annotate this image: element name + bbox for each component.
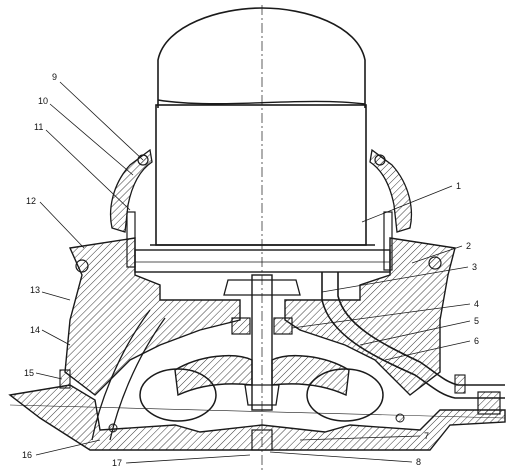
right-base-bolt xyxy=(454,374,466,394)
callout-4: 4 xyxy=(474,299,479,309)
left-base-bolt xyxy=(59,369,71,389)
motor-band xyxy=(157,99,366,105)
upper-casing-left xyxy=(64,237,241,396)
left-flange-seal xyxy=(75,259,89,273)
leader-7 xyxy=(299,435,421,441)
callout-6: 6 xyxy=(474,336,479,346)
leader-13 xyxy=(41,291,71,301)
right-volute xyxy=(306,368,384,422)
base-seal-right xyxy=(395,413,405,423)
coupling xyxy=(223,279,301,296)
right-clamp-bolt xyxy=(374,154,386,166)
callout-2: 2 xyxy=(466,241,471,251)
leader-9 xyxy=(59,81,144,161)
discharge-pipe xyxy=(321,272,505,399)
base-seal-left xyxy=(108,423,118,433)
callout-16: 16 xyxy=(22,450,32,460)
leader-16 xyxy=(35,439,101,456)
callout-15: 15 xyxy=(24,368,34,378)
leader-12 xyxy=(39,201,85,249)
motor-dome xyxy=(157,7,366,108)
callout-17: 17 xyxy=(112,458,122,468)
leader-6 xyxy=(384,340,471,361)
leader-2 xyxy=(411,245,463,264)
upper-casing-right xyxy=(284,237,456,396)
leader-10 xyxy=(49,103,134,176)
callout-14: 14 xyxy=(30,325,40,335)
left-volute xyxy=(139,368,217,422)
impeller xyxy=(174,355,253,397)
callout-11: 11 xyxy=(34,122,43,132)
callout-10: 10 xyxy=(38,96,48,106)
leader-3 xyxy=(321,266,469,293)
leader-8 xyxy=(269,451,413,463)
right-clamp-bracket xyxy=(369,148,413,233)
base-plate xyxy=(8,384,506,451)
bearing-right xyxy=(273,317,293,335)
left-clamp-bracket xyxy=(109,148,153,233)
callout-3: 3 xyxy=(472,262,477,272)
drive-shaft xyxy=(251,274,273,411)
leader-5 xyxy=(359,320,471,346)
callout-9: 9 xyxy=(52,72,57,82)
callout-12: 12 xyxy=(26,196,36,206)
leader-1 xyxy=(361,185,453,223)
motor-mount-flange xyxy=(134,249,391,273)
discharge-pipe-inner xyxy=(337,272,505,386)
bearing-left xyxy=(231,317,251,335)
callout-7: 7 xyxy=(424,431,429,441)
leader-17 xyxy=(125,454,251,464)
leader-11 xyxy=(45,129,131,211)
impeller-hub xyxy=(244,384,280,406)
inlet-nut xyxy=(251,429,273,451)
impeller-right xyxy=(271,355,350,397)
callout-8: 8 xyxy=(416,457,421,467)
leader-4 xyxy=(291,303,471,329)
floor-line xyxy=(9,404,506,419)
callout-13: 13 xyxy=(30,285,40,295)
callout-5: 5 xyxy=(474,316,479,326)
leader-15 xyxy=(35,372,63,380)
motor-body xyxy=(155,104,367,246)
callout-1: 1 xyxy=(456,181,461,191)
right-flange-seal xyxy=(428,256,442,270)
leader-14 xyxy=(41,329,71,346)
